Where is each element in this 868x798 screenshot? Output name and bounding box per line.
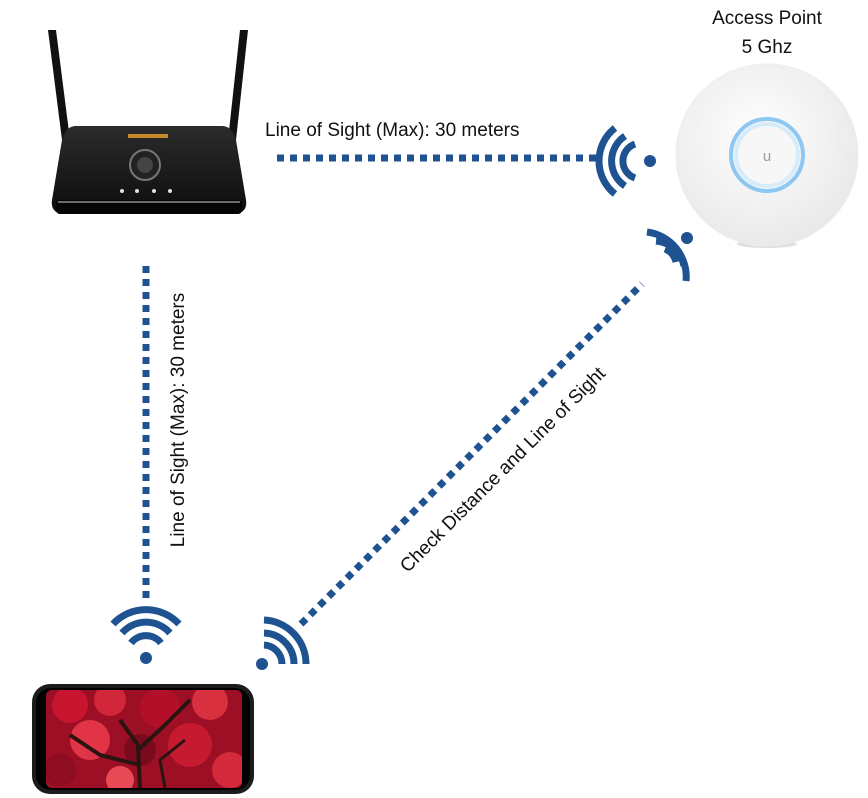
access-point-title-line2: 5 Ghz xyxy=(742,37,793,58)
router-led xyxy=(135,189,139,193)
wifi-signal-icon xyxy=(595,125,656,197)
router-led xyxy=(152,189,156,193)
router-logo xyxy=(128,134,168,138)
label-phone-to-ap: Check Distance and Line of Sight xyxy=(396,363,610,577)
access-point-status-ring xyxy=(729,117,805,193)
smartphone-screen xyxy=(46,690,242,788)
label-router-to-ap: Line of Sight (Max): 30 meters xyxy=(265,120,520,141)
router-led xyxy=(120,189,124,193)
access-point-title-line1: Access Point xyxy=(712,8,823,29)
router-led xyxy=(168,189,172,193)
router-base xyxy=(56,200,242,214)
link-phone-to-ap xyxy=(298,281,645,627)
label-router-to-phone: Line of Sight (Max): 30 meters xyxy=(168,293,189,548)
wifi-signal-icon xyxy=(256,616,310,670)
wifi-signal-icon xyxy=(110,606,182,664)
router-antenna-left xyxy=(48,30,70,140)
smartphone-device xyxy=(32,684,254,794)
access-point-logo: u xyxy=(763,148,771,165)
router-antenna-right xyxy=(228,30,248,140)
router-device xyxy=(48,30,248,214)
access-point-device: u xyxy=(675,63,859,248)
wifi-signal-icon xyxy=(646,228,693,282)
